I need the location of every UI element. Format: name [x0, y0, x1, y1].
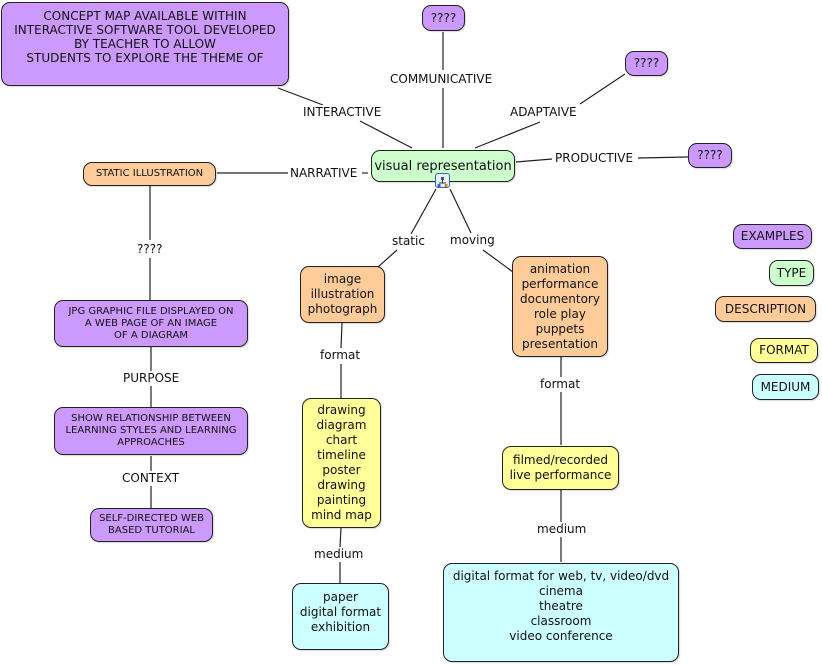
- node-line: documentory: [520, 291, 600, 306]
- intro-line-4: STUDENTS TO EXPLORE THE THEME OF: [26, 51, 264, 65]
- node-line: puppets: [535, 321, 585, 336]
- central-concept-node[interactable]: visual representation: [371, 150, 515, 182]
- link-static-format-medium: [339, 527, 342, 548]
- node-line: performance: [521, 276, 599, 291]
- show-relationship-node[interactable]: SHOW RELATIONSHIP BETWEEN LEARNING STYLE…: [54, 407, 248, 455]
- node-line: classroom: [530, 614, 592, 628]
- node-line: mind map: [311, 508, 372, 522]
- link-label-static-medium: medium: [312, 547, 366, 561]
- static-medium-node[interactable]: paper digital format exhibition: [292, 583, 389, 650]
- node-line: video conference: [509, 629, 613, 643]
- link-central-moving: [449, 188, 472, 234]
- link-moving-desc: [482, 249, 514, 273]
- legend-label: MEDIUM: [760, 379, 811, 394]
- legend-type: TYPE: [769, 260, 814, 286]
- link-label-context: CONTEXT: [120, 471, 182, 485]
- link-productive-q: [637, 156, 689, 159]
- link-label-narrative: NARRATIVE: [288, 166, 360, 180]
- example-node-productive[interactable]: ????: [688, 143, 732, 168]
- node-line: SHOW RELATIONSHIP BETWEEN: [71, 413, 231, 424]
- node-line: illustration: [310, 287, 375, 301]
- node-line: digital format for web, tv, video/dvd: [452, 569, 670, 583]
- example-node-communicative[interactable]: ????: [422, 5, 465, 31]
- node-line: digital format: [299, 605, 382, 619]
- node-line: image: [323, 272, 362, 286]
- node-line: paper: [323, 590, 358, 604]
- node-line: painting: [316, 493, 367, 507]
- moving-description-node[interactable]: animation performance documentory role p…: [512, 256, 608, 357]
- legend-label: DESCRIPTION: [724, 301, 807, 316]
- example-text: ????: [697, 148, 723, 162]
- node-line: OF A DIAGRAM: [114, 329, 188, 341]
- node-line: chart: [325, 433, 358, 447]
- node-line: A WEB PAGE OF AN IMAGE: [84, 317, 218, 329]
- static-format-node[interactable]: drawing diagram chart timeline poster dr…: [302, 398, 381, 528]
- node-line: APPROACHES: [117, 437, 185, 448]
- static-illustration-text: STATIC ILLUSTRATION: [95, 168, 204, 179]
- self-directed-tutorial-node[interactable]: SELF-DIRECTED WEB BASED TUTORIAL: [90, 508, 213, 542]
- intro-description-node[interactable]: CONCEPT MAP AVAILABLE WITHIN INTERACTIVE…: [1, 2, 289, 86]
- link-label-adaptive: ADAPTAIVE: [508, 105, 579, 119]
- link-static-desc-format: [340, 322, 343, 349]
- node-line: drawing: [317, 478, 366, 492]
- legend-format: FORMAT: [750, 338, 818, 363]
- node-line: timeline: [317, 448, 366, 462]
- central-concept-text: visual representation: [374, 158, 512, 174]
- link-label-purpose: PURPOSE: [121, 371, 182, 385]
- example-text: ????: [633, 56, 660, 70]
- moving-medium-node[interactable]: digital format for web, tv, video/dvd ci…: [443, 563, 679, 662]
- node-line: role play: [534, 306, 586, 321]
- link-central-productive: [515, 158, 553, 163]
- node-line: theatre: [539, 599, 583, 613]
- intro-line-1: CONCEPT MAP AVAILABLE WITHIN: [43, 9, 247, 23]
- node-line: BASED TUTORIAL: [108, 525, 195, 536]
- link-label-unknown: ????: [135, 242, 165, 256]
- node-line: drawing: [317, 403, 366, 417]
- link-adaptive-central: [474, 121, 541, 149]
- moving-format-node[interactable]: filmed/recorded live performance: [502, 446, 619, 490]
- legend-examples: EXAMPLES: [733, 224, 812, 249]
- link-intro-interactive: [277, 87, 324, 106]
- example-node-adaptive[interactable]: ????: [625, 51, 668, 76]
- hierarchy-icon: [437, 177, 448, 187]
- node-line: presentation: [522, 336, 598, 351]
- node-line: animation: [529, 261, 591, 276]
- link-label-productive: PRODUCTIVE: [553, 151, 636, 165]
- legend-description: DESCRIPTION: [715, 296, 816, 322]
- link-label-moving-medium: medium: [535, 522, 589, 536]
- node-line: photograph: [307, 302, 378, 316]
- link-q-adaptive: [579, 73, 626, 105]
- link-label-interactive: INTERACTIVE: [301, 105, 384, 119]
- intro-line-2: INTERACTIVE SOFTWARE TOOL DEVELOPED: [14, 23, 276, 37]
- legend-label: FORMAT: [759, 343, 809, 357]
- node-line: filmed/recorded: [513, 453, 608, 467]
- link-interactive-central: [359, 120, 413, 149]
- legend-label: TYPE: [776, 265, 807, 280]
- link-label-moving-format: format: [538, 377, 583, 391]
- node-line: live performance: [509, 468, 612, 482]
- link-central-static: [410, 188, 437, 235]
- node-line: SELF-DIRECTED WEB: [99, 513, 204, 524]
- node-line: poster: [322, 463, 361, 477]
- node-line: cinema: [539, 584, 583, 598]
- jpg-graphic-node[interactable]: JPG GRAPHIC FILE DISPLAYED ON A WEB PAGE…: [54, 300, 248, 347]
- static-description-node[interactable]: image illustration photograph: [300, 266, 385, 323]
- link-static-desc: [377, 249, 398, 268]
- legend-medium: MEDIUM: [752, 374, 819, 400]
- link-label-communicative: COMMUNICATIVE: [388, 72, 495, 86]
- link-label-static-format: format: [318, 348, 363, 362]
- node-line: exhibition: [310, 620, 371, 634]
- link-label-moving: moving: [448, 233, 497, 247]
- node-line: diagram: [316, 418, 367, 432]
- link-label-static: static: [390, 234, 427, 248]
- example-text: ????: [430, 10, 457, 25]
- node-line: JPG GRAPHIC FILE DISPLAYED ON: [68, 305, 234, 317]
- static-illustration-node[interactable]: STATIC ILLUSTRATION: [83, 162, 216, 186]
- node-line: LEARNING STYLES AND LEARNING: [65, 425, 237, 436]
- legend-label: EXAMPLES: [740, 229, 805, 243]
- concept-map-resource-icon[interactable]: [435, 173, 450, 188]
- intro-line-3: BY TEACHER TO ALLOW: [74, 37, 216, 51]
